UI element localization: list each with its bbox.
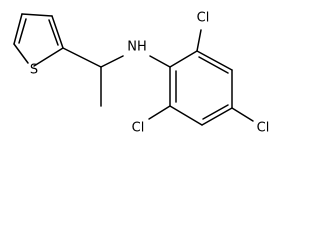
- ethyl-linker: [62, 47, 171, 107]
- chlorine-top-label: Cl: [197, 11, 210, 26]
- chlorine-right-label: Cl: [257, 121, 270, 136]
- bond-ch-n: [100, 55, 124, 68]
- bond-c2-c3: [196, 50, 233, 71]
- bond-c4-c5-inner: [202, 104, 229, 120]
- bond-c1-c2: [169, 50, 198, 68]
- bond-c5-s: [13, 43, 29, 64]
- molecule-diagram: S NH Cl Cl Cl: [13, 11, 269, 136]
- chloro-bonds: [148, 29, 254, 122]
- bond-c4-c5: [201, 107, 233, 126]
- atom-labels: S NH Cl Cl Cl: [30, 11, 269, 136]
- bond-c6-cl-bottom: [148, 105, 171, 120]
- bond-c2-ch: [62, 47, 102, 68]
- nh-atom-label: NH: [127, 40, 147, 55]
- bond-c4-cl-right: [231, 107, 254, 122]
- bond-c2-c3: [51, 15, 64, 49]
- bond-c2-c3-inner: [198, 56, 229, 74]
- sulfur-atom-label: S: [30, 63, 38, 78]
- bond-s-c2: [33, 47, 64, 67]
- benzene-ring: [169, 50, 233, 126]
- thiophene-ring: [13, 13, 64, 67]
- bond-c4-c5-inner: [18, 18, 27, 44]
- bond-c2-c3-inner: [48, 19, 59, 46]
- bond-c2-cl-top: [196, 29, 202, 52]
- bond-n-c1: [149, 55, 171, 68]
- chlorine-bottom-label: Cl: [132, 121, 145, 136]
- bond-c5-c6: [169, 105, 203, 126]
- bond-c3-c4: [21, 13, 53, 17]
- bond-c4-c5: [13, 13, 23, 45]
